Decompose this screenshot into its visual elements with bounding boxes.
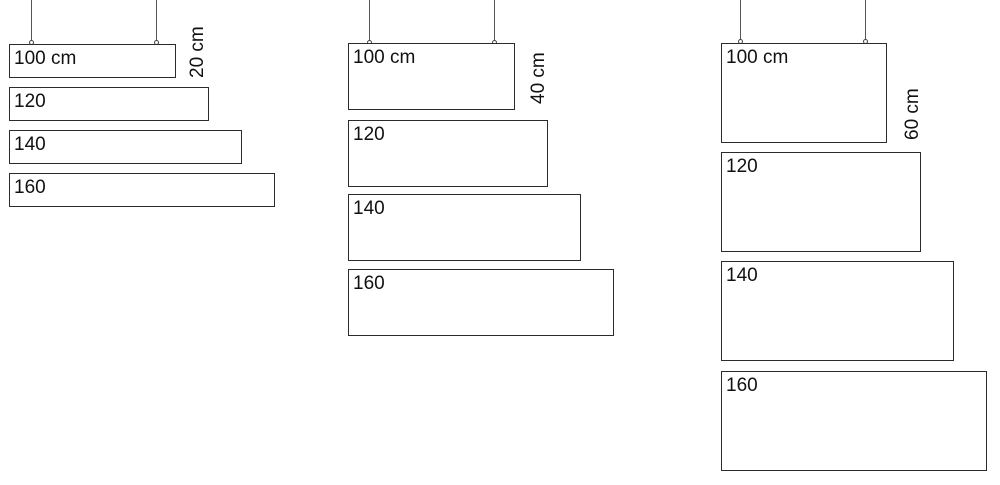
suspension-wire-left [369, 0, 370, 43]
suspension-wire-left [740, 0, 741, 42]
suspension-wire-right [865, 0, 866, 42]
suspension-wire-left [31, 0, 32, 43]
suspension-wire-right [156, 0, 157, 43]
panel-label: 140 [353, 198, 385, 219]
panel-label: 120 [726, 156, 758, 177]
panel-width-140: 140 [9, 130, 242, 164]
panel-width-120: 120 [348, 120, 548, 187]
panel-width-100: 100 cm [348, 43, 515, 110]
height-label: 20 cm [187, 26, 208, 78]
height-label: 40 cm [528, 52, 549, 104]
panel-width-160: 160 [348, 269, 614, 336]
panel-width-100: 100 cm [721, 43, 887, 143]
panel-width-120: 120 [721, 152, 921, 252]
suspension-wire-right [494, 0, 495, 43]
panel-label: 120 [353, 124, 385, 145]
panel-label: 100 cm [353, 47, 416, 68]
panel-label: 160 [14, 177, 46, 198]
panel-width-140: 140 [721, 261, 954, 361]
panel-width-160: 160 [721, 371, 987, 471]
panel-width-120: 120 [9, 87, 209, 121]
panel-width-160: 160 [9, 173, 275, 207]
panel-label: 140 [726, 265, 758, 286]
panel-width-100: 100 cm [9, 44, 176, 78]
panel-width-140: 140 [348, 194, 581, 261]
panel-label: 160 [726, 375, 758, 396]
panel-label: 140 [14, 134, 46, 155]
panel-label: 160 [353, 273, 385, 294]
panel-label: 100 cm [14, 48, 77, 69]
panel-label: 100 cm [726, 47, 789, 68]
panel-label: 120 [14, 91, 46, 112]
height-label: 60 cm [902, 88, 923, 140]
